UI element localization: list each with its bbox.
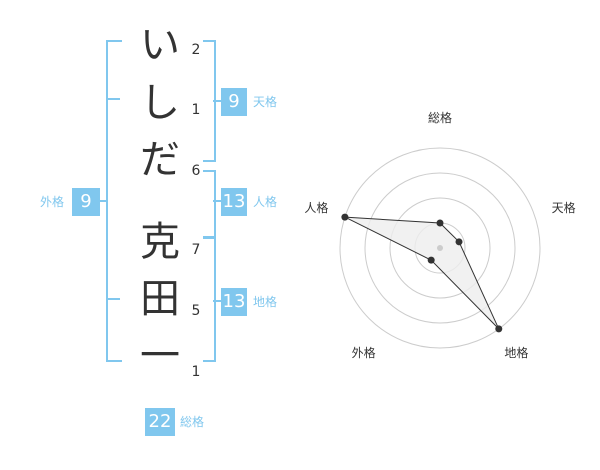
radar-ring xyxy=(389,197,491,299)
gaikaku-connector xyxy=(98,200,106,202)
stroke-count-5: 5 xyxy=(191,303,201,319)
stroke-count-2: 1 xyxy=(191,102,201,118)
radar-axis-label-2: 天格 xyxy=(552,200,576,215)
radar-axis-label-1: 総格 xyxy=(428,110,452,125)
chikaku-value: 13 xyxy=(221,288,247,316)
radar-polygon xyxy=(344,216,500,330)
radar-point-1 xyxy=(436,219,444,227)
jinkaku-value: 13 xyxy=(221,188,247,216)
radar-center-dot xyxy=(437,245,443,251)
gaikaku-value: 9 xyxy=(72,188,100,216)
name-char-3: だ xyxy=(140,137,180,183)
chikaku-connector xyxy=(213,300,222,302)
gaikaku-tick-lower xyxy=(106,298,120,300)
tenkaku-value: 9 xyxy=(221,88,247,116)
name-char-4: 克 xyxy=(140,219,180,265)
soukaku-value: 22 xyxy=(145,408,175,436)
stroke-count-4: 7 xyxy=(191,242,201,258)
gaikaku-tick-upper xyxy=(106,98,120,100)
radar-ring xyxy=(339,147,541,349)
stroke-count-6: 1 xyxy=(191,364,201,380)
name-char-6: 一 xyxy=(140,333,180,379)
name-char-2: し xyxy=(140,80,180,126)
gaikaku-label: 外格 xyxy=(40,195,65,209)
radar-axis-label-3: 地格 xyxy=(504,345,528,360)
stroke-count-3: 6 xyxy=(191,163,201,179)
name-char-1: い xyxy=(140,22,180,68)
soukaku-label: 総格 xyxy=(180,415,205,429)
radar-point-4 xyxy=(427,256,435,264)
chikaku-label: 地格 xyxy=(253,295,278,309)
radar-ring xyxy=(364,172,516,324)
gaikaku-bracket xyxy=(106,40,122,362)
radar-axis-label-5: 人格 xyxy=(304,200,328,215)
radar-point-5 xyxy=(341,213,349,221)
chikaku-bracket xyxy=(203,237,216,362)
radar-axis-label-4: 外格 xyxy=(352,345,376,360)
jinkaku-label: 人格 xyxy=(253,195,278,209)
tenkaku-connector xyxy=(213,100,222,102)
name-char-5: 田 xyxy=(140,276,180,322)
radar-point-3 xyxy=(495,325,503,333)
jinkaku-bracket xyxy=(203,170,216,238)
radar-point-2 xyxy=(455,238,463,246)
stroke-count-1: 2 xyxy=(191,42,201,58)
jinkaku-connector xyxy=(213,200,222,202)
tenkaku-label: 天格 xyxy=(253,95,278,109)
